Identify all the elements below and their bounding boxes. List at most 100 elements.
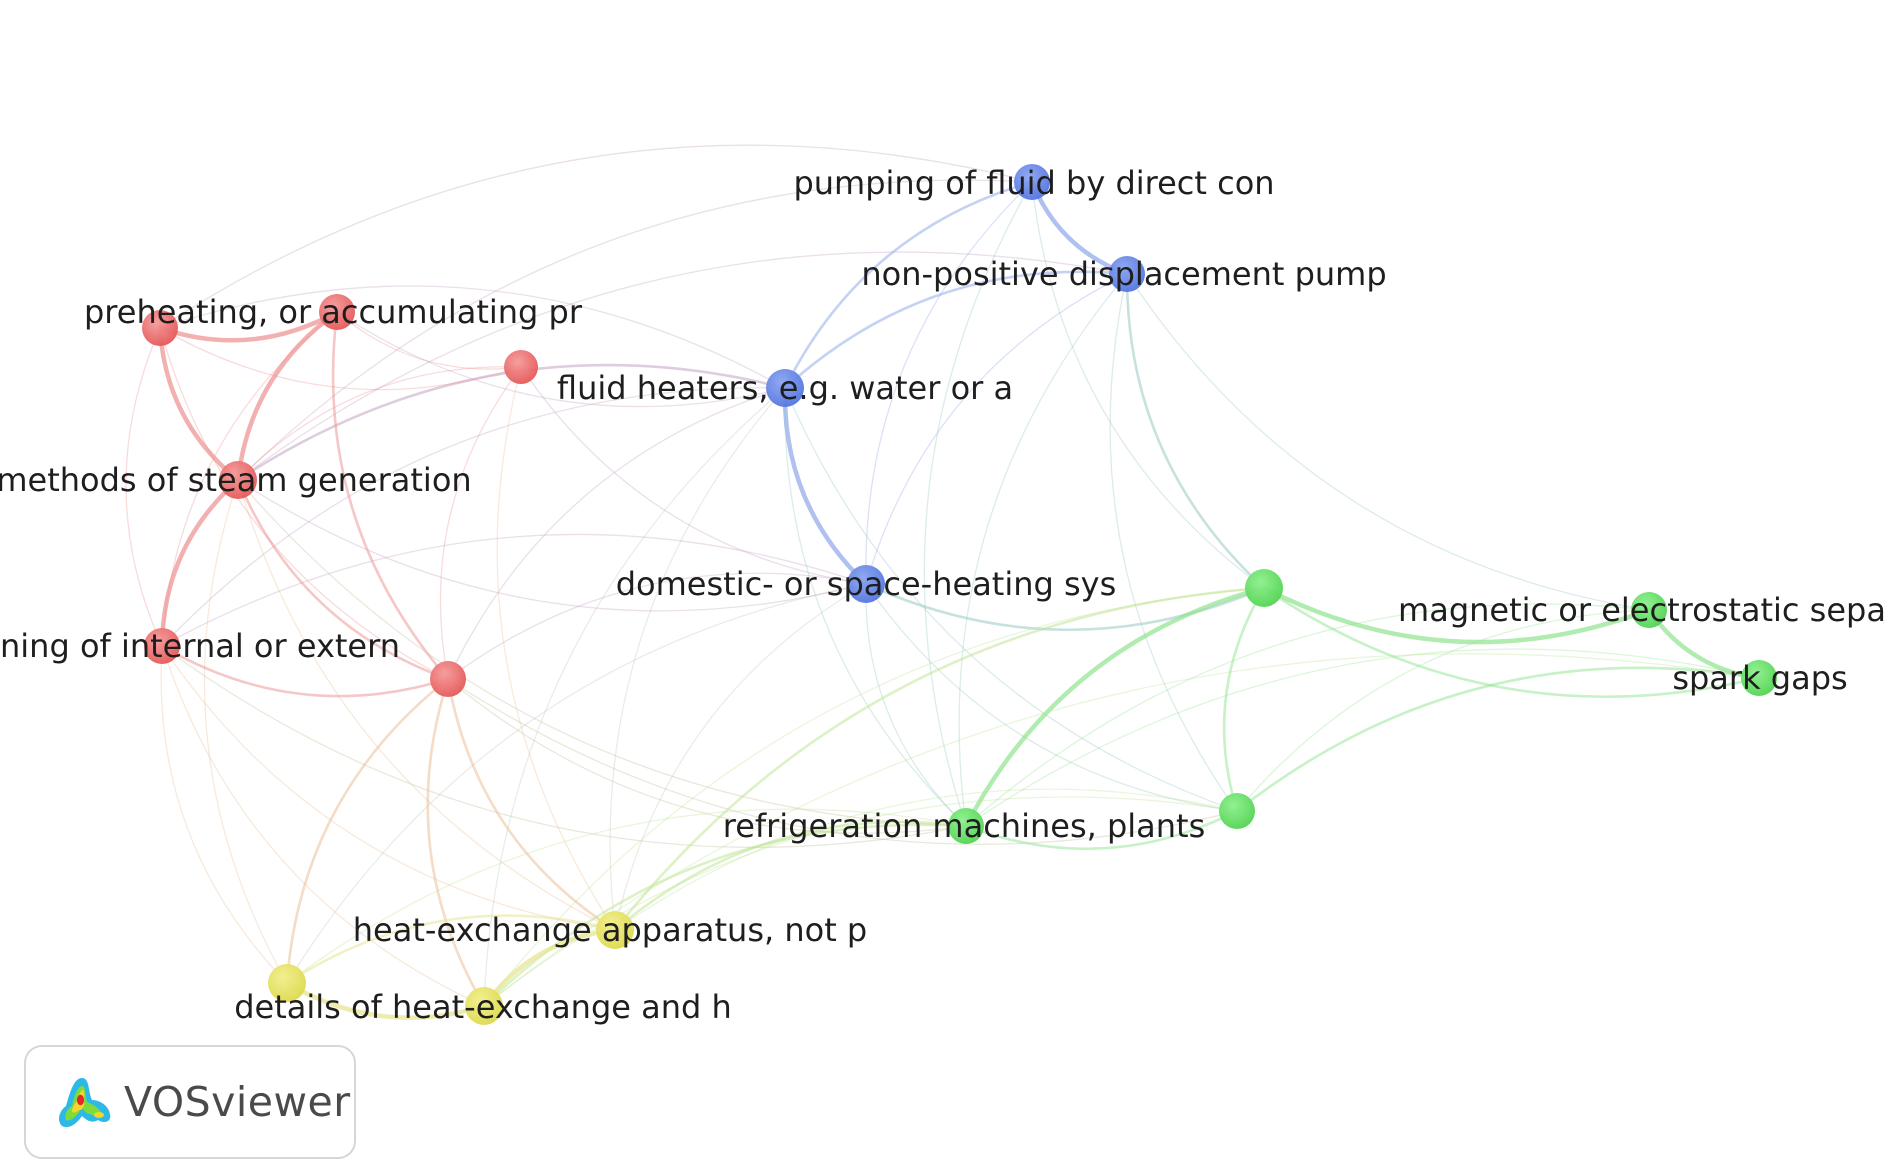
network-edge xyxy=(237,366,522,481)
network-edge xyxy=(613,820,968,932)
network-edge xyxy=(237,479,967,827)
node-label[interactable]: domestic- or space-heating sys xyxy=(616,565,1117,603)
network-edge xyxy=(125,327,163,647)
node-label[interactable]: non-positive displacement pump xyxy=(861,255,1386,293)
network-node[interactable] xyxy=(847,565,885,603)
network-edge xyxy=(1125,272,1266,590)
network-edge xyxy=(784,387,967,827)
network-edge xyxy=(446,677,617,932)
network-edge xyxy=(236,363,787,482)
network-edge xyxy=(1222,586,1266,813)
network-edge xyxy=(1262,586,1761,699)
network-node[interactable] xyxy=(144,628,180,664)
network-edge xyxy=(161,645,967,848)
network-edge xyxy=(237,479,616,931)
network-edge xyxy=(614,583,867,931)
network-edge xyxy=(613,586,1266,932)
network-edge xyxy=(203,479,288,984)
network-node[interactable] xyxy=(268,964,306,1002)
network-edge xyxy=(784,387,1238,812)
network-edge xyxy=(1236,609,1650,812)
vosviewer-logo-text: VOSviewer xyxy=(124,1078,351,1126)
node-label[interactable]: magnetic or electrostatic sepa xyxy=(1398,591,1886,629)
network-edge xyxy=(157,309,340,343)
node-label[interactable]: methods of steam generation xyxy=(0,461,472,499)
network-edge xyxy=(447,678,967,834)
network-edge xyxy=(963,585,1267,829)
network-edge xyxy=(159,327,522,391)
network-node[interactable] xyxy=(1631,592,1667,628)
network-edge xyxy=(1235,666,1761,813)
network-node[interactable] xyxy=(596,911,634,949)
edges-layer xyxy=(125,144,1762,1020)
network-edge xyxy=(483,587,1265,1007)
network-edge xyxy=(237,251,1128,481)
network-edge xyxy=(614,788,1238,931)
node-label[interactable]: refrigeration machines, plants xyxy=(723,807,1206,845)
network-edge xyxy=(965,603,1650,827)
network-edge xyxy=(159,144,1033,329)
network-edge xyxy=(237,479,867,612)
node-label[interactable]: details of heat-exchange and h xyxy=(234,988,732,1026)
network-edge xyxy=(965,648,1760,827)
network-edge xyxy=(285,914,617,985)
network-node[interactable] xyxy=(504,350,538,384)
network-edge xyxy=(160,645,288,984)
network-edge xyxy=(865,273,1128,585)
network-edge xyxy=(447,572,867,680)
node-label[interactable]: pumping of fluid by direct con xyxy=(793,164,1274,202)
network-edge xyxy=(483,387,786,1007)
node-label[interactable]: preheating, or accumulating pr xyxy=(84,293,583,331)
network-edge xyxy=(1031,181,1265,589)
network-edge xyxy=(958,273,1128,827)
network-edge xyxy=(235,309,340,483)
network-node[interactable] xyxy=(142,310,178,346)
network-edge xyxy=(964,809,1239,851)
network-edge xyxy=(159,477,241,649)
vosviewer-logo-icon xyxy=(59,1078,111,1128)
network-node[interactable] xyxy=(430,661,466,697)
network-edge xyxy=(782,385,869,587)
network-node[interactable] xyxy=(766,369,804,407)
network-edge xyxy=(159,285,786,389)
network-edge xyxy=(609,387,786,931)
network-edge xyxy=(160,644,450,698)
network-edge xyxy=(865,181,1033,585)
node-label[interactable]: spark gaps xyxy=(1672,659,1847,697)
network-node[interactable] xyxy=(1014,164,1050,200)
network-node[interactable] xyxy=(948,808,984,844)
network-edge xyxy=(161,533,867,647)
network-node[interactable] xyxy=(319,294,355,330)
network-edge xyxy=(161,645,616,931)
network-node[interactable] xyxy=(219,461,257,499)
network-edge xyxy=(1126,273,1650,611)
network-edge xyxy=(236,478,450,681)
node-label[interactable]: ning of internal or extern xyxy=(0,627,400,665)
node-label[interactable]: fluid heaters, e.g. water or a xyxy=(557,369,1013,407)
network-node[interactable] xyxy=(1245,569,1283,607)
nodes-layer xyxy=(142,164,1777,1025)
network-edge xyxy=(783,270,1129,390)
network-edge xyxy=(483,653,1760,1007)
network-edge xyxy=(286,808,967,984)
network-node[interactable] xyxy=(1741,660,1777,696)
network-edge xyxy=(157,325,241,483)
network-node[interactable] xyxy=(465,987,503,1025)
network-edge xyxy=(439,366,522,680)
network-edge xyxy=(426,677,486,1008)
labels-layer: pumping of fluid by direct con non-positi… xyxy=(0,164,1886,1026)
network-edge xyxy=(286,583,867,984)
network-node[interactable] xyxy=(1109,256,1145,292)
network-edge xyxy=(447,387,786,680)
network-edge xyxy=(1261,585,1652,645)
network-edge xyxy=(336,311,786,408)
network-edge xyxy=(161,387,786,647)
network-edge xyxy=(237,179,1033,481)
network-node[interactable] xyxy=(1219,793,1255,829)
network-edge xyxy=(520,366,867,585)
node-label[interactable]: heat-exchange apparatus, not p xyxy=(353,911,867,949)
network-edge xyxy=(923,181,1033,827)
network-edge xyxy=(331,310,450,681)
network-edge xyxy=(161,645,485,1007)
